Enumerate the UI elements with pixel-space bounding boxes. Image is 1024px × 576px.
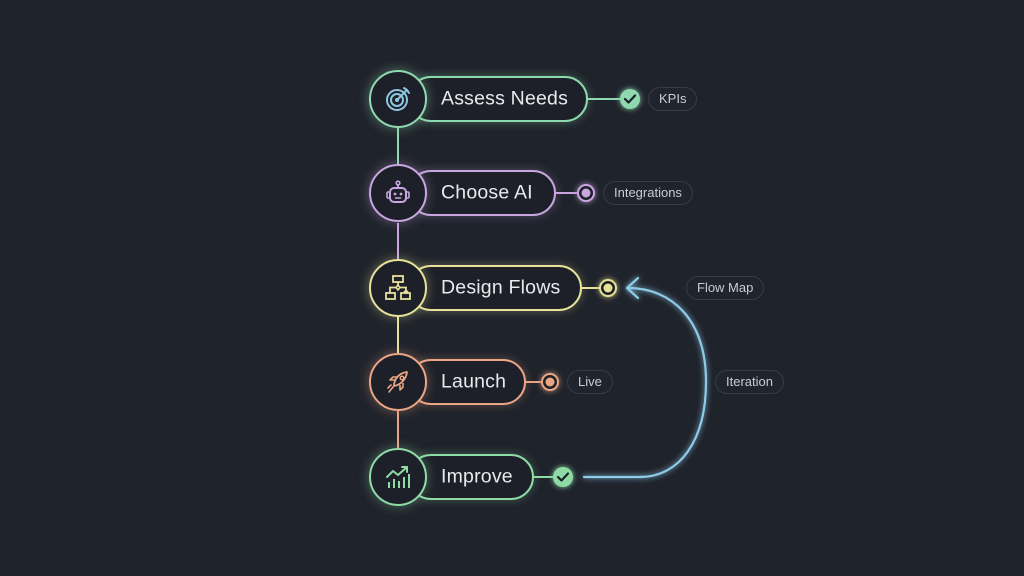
flowchart-icon-node <box>369 259 427 317</box>
step-label: Launch <box>441 370 507 393</box>
dot-marker-launch <box>541 373 559 391</box>
step-label: Design Flows <box>441 276 561 299</box>
target-icon-node <box>369 70 427 128</box>
step-label: Improve <box>441 465 513 488</box>
check-marker-assess <box>620 89 640 109</box>
growth-chart-icon <box>386 466 410 488</box>
tag-kpis: KPIs <box>648 87 698 111</box>
step-improve[interactable]: Improve <box>408 454 534 500</box>
tag-iteration: Iteration <box>715 370 784 394</box>
step-label: Assess Needs <box>441 87 569 110</box>
robot-icon-node <box>369 164 427 222</box>
tag-flow-map: Flow Map <box>686 276 765 300</box>
robot-icon <box>386 180 410 203</box>
rocket-icon-node <box>369 353 427 411</box>
step-design-flows[interactable]: Design Flows <box>408 265 582 311</box>
flowchart-icon <box>385 275 411 300</box>
step-launch[interactable]: Launch <box>408 359 526 405</box>
growth-chart-icon-node <box>369 448 427 506</box>
dot-marker-choose <box>577 184 595 202</box>
rocket-icon <box>387 371 408 393</box>
dot-marker-design <box>599 279 617 297</box>
target-icon <box>386 87 410 111</box>
iteration-loop-arrow <box>582 276 708 479</box>
check-marker-improve <box>553 467 573 487</box>
step-label: Choose AI <box>441 181 533 204</box>
tag-integrations: Integrations <box>603 181 693 205</box>
step-choose-ai[interactable]: Choose AI <box>408 170 556 216</box>
step-assess-needs[interactable]: Assess Needs <box>408 76 588 122</box>
tag-live: Live <box>567 370 613 394</box>
